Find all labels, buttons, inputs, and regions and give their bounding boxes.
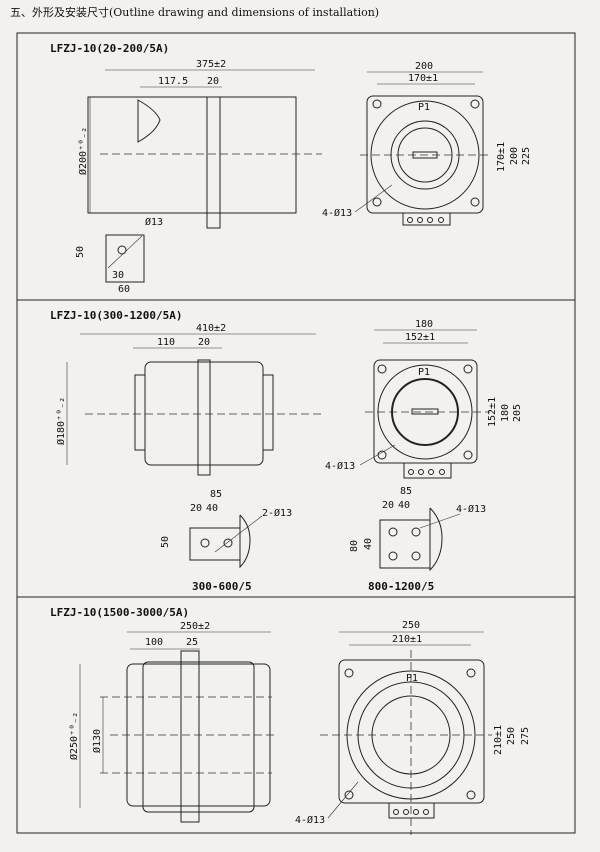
dim-v-height: 275 <box>520 727 531 745</box>
panel-1500-3000: LFZJ-10(1500-3000/5A) 250±2 100 25 Ø250⁺… <box>16 596 576 835</box>
dim-hole-spacing: 210±1 <box>392 634 422 645</box>
panel-title: LFZJ-10(1500-3000/5A) <box>50 606 189 619</box>
marker-p1: P1 <box>418 367 430 378</box>
dim-v-width: 180 <box>500 404 511 422</box>
dim-base-width: 60 <box>118 284 130 295</box>
section-header: 五、外形及安装尺寸(Outline drawing and dimensions… <box>10 5 379 19</box>
dim-width: 200 <box>415 61 433 72</box>
side-view: 410±2 110 20 Ø180⁺⁰₋₂ <box>55 323 322 476</box>
dim-hole-spacing: 152±1 <box>405 332 435 343</box>
panel-frame <box>16 596 576 834</box>
dim-inner-diameter: Ø130 <box>91 729 103 753</box>
terminal-800-1200: 85 20 40 4-Ø13 80 40 800-1200/5 <box>349 486 486 593</box>
terminal-label: 300-600/5 <box>192 580 252 593</box>
dim-holes: 4-Ø13 <box>456 503 486 515</box>
dim-width: 250 <box>402 620 420 631</box>
terminal-label: 800-1200/5 <box>368 580 434 593</box>
dim-base-offset: 30 <box>112 270 124 281</box>
dim-height: 80 <box>349 540 360 552</box>
dim-v-height: 225 <box>521 147 532 165</box>
dim-hole: Ø13 <box>145 216 163 228</box>
panel-300-1200: LFZJ-10(300-1200/5A) 410±2 110 20 Ø180⁺⁰… <box>16 299 576 598</box>
dim-height2: 40 <box>363 538 374 550</box>
terminal-300-600: 85 20 40 2-Ø13 50 300-600/5 <box>160 489 292 593</box>
dim-length: 375±2 <box>196 59 226 70</box>
dim-v-spacing: 152±1 <box>487 397 498 427</box>
dim-flange: 20 <box>207 76 219 87</box>
dim-width: 85 <box>400 486 412 497</box>
dim-diameter: Ø200⁺⁰₋₂ <box>77 127 89 175</box>
dim-holes: 4-Ø13 <box>322 207 352 219</box>
base-detail: Ø13 50 30 60 <box>75 216 163 295</box>
dim-offset: 117.5 <box>158 76 188 87</box>
marker-p1: P1 <box>418 102 430 113</box>
dim-v-spacing: 210±1 <box>493 725 504 755</box>
dim-d1: 20 <box>190 503 202 514</box>
dim-flange: 25 <box>186 637 198 648</box>
dim-length: 410±2 <box>196 323 226 334</box>
dim-v-width: 250 <box>506 727 517 745</box>
dim-holes: 4-Ø13 <box>295 814 325 826</box>
dim-height: 50 <box>160 536 171 548</box>
marker-p1: P1 <box>406 673 418 684</box>
dim-v-height: 205 <box>512 404 523 422</box>
dim-diameter: Ø180⁺⁰₋₂ <box>55 397 67 445</box>
front-view: 250 210±1 P1 4-Ø13 210±1 250 275 <box>295 620 531 835</box>
dim-diameter: Ø250⁺⁰₋₂ <box>68 712 80 760</box>
panel-20-200: LFZJ-10(20-200/5A) 375±2 117.5 20 Ø200⁺⁰… <box>16 32 576 301</box>
dim-v-width: 200 <box>509 147 520 165</box>
panel-title: LFZJ-10(20-200/5A) <box>50 42 169 55</box>
dim-length: 250±2 <box>180 621 210 632</box>
dim-height: 50 <box>75 246 86 258</box>
dim-d2: 40 <box>398 500 410 511</box>
side-view: 250±2 100 25 Ø250⁺⁰₋₂ Ø130 <box>68 621 275 823</box>
dim-v-spacing: 170±1 <box>496 142 507 172</box>
panel-title: LFZJ-10(300-1200/5A) <box>50 309 182 322</box>
dim-holes: 2-Ø13 <box>262 507 292 519</box>
panel-frame <box>16 299 576 598</box>
dim-offset: 100 <box>145 637 163 648</box>
side-view: 375±2 117.5 20 Ø200⁺⁰₋₂ <box>77 59 322 229</box>
front-view: 180 152±1 P1 4-Ø13 152±1 180 205 <box>325 319 523 479</box>
dim-flange: 20 <box>198 337 210 348</box>
front-view: 200 170±1 P1 4-Ø13 170±1 200 225 <box>322 61 532 226</box>
dim-offset: 110 <box>157 337 175 348</box>
dim-d2: 40 <box>206 503 218 514</box>
dim-width: 180 <box>415 319 433 330</box>
dim-d1: 20 <box>382 500 394 511</box>
dim-hole-spacing: 170±1 <box>408 73 438 84</box>
dim-width: 85 <box>210 489 222 500</box>
dim-holes: 4-Ø13 <box>325 460 355 472</box>
